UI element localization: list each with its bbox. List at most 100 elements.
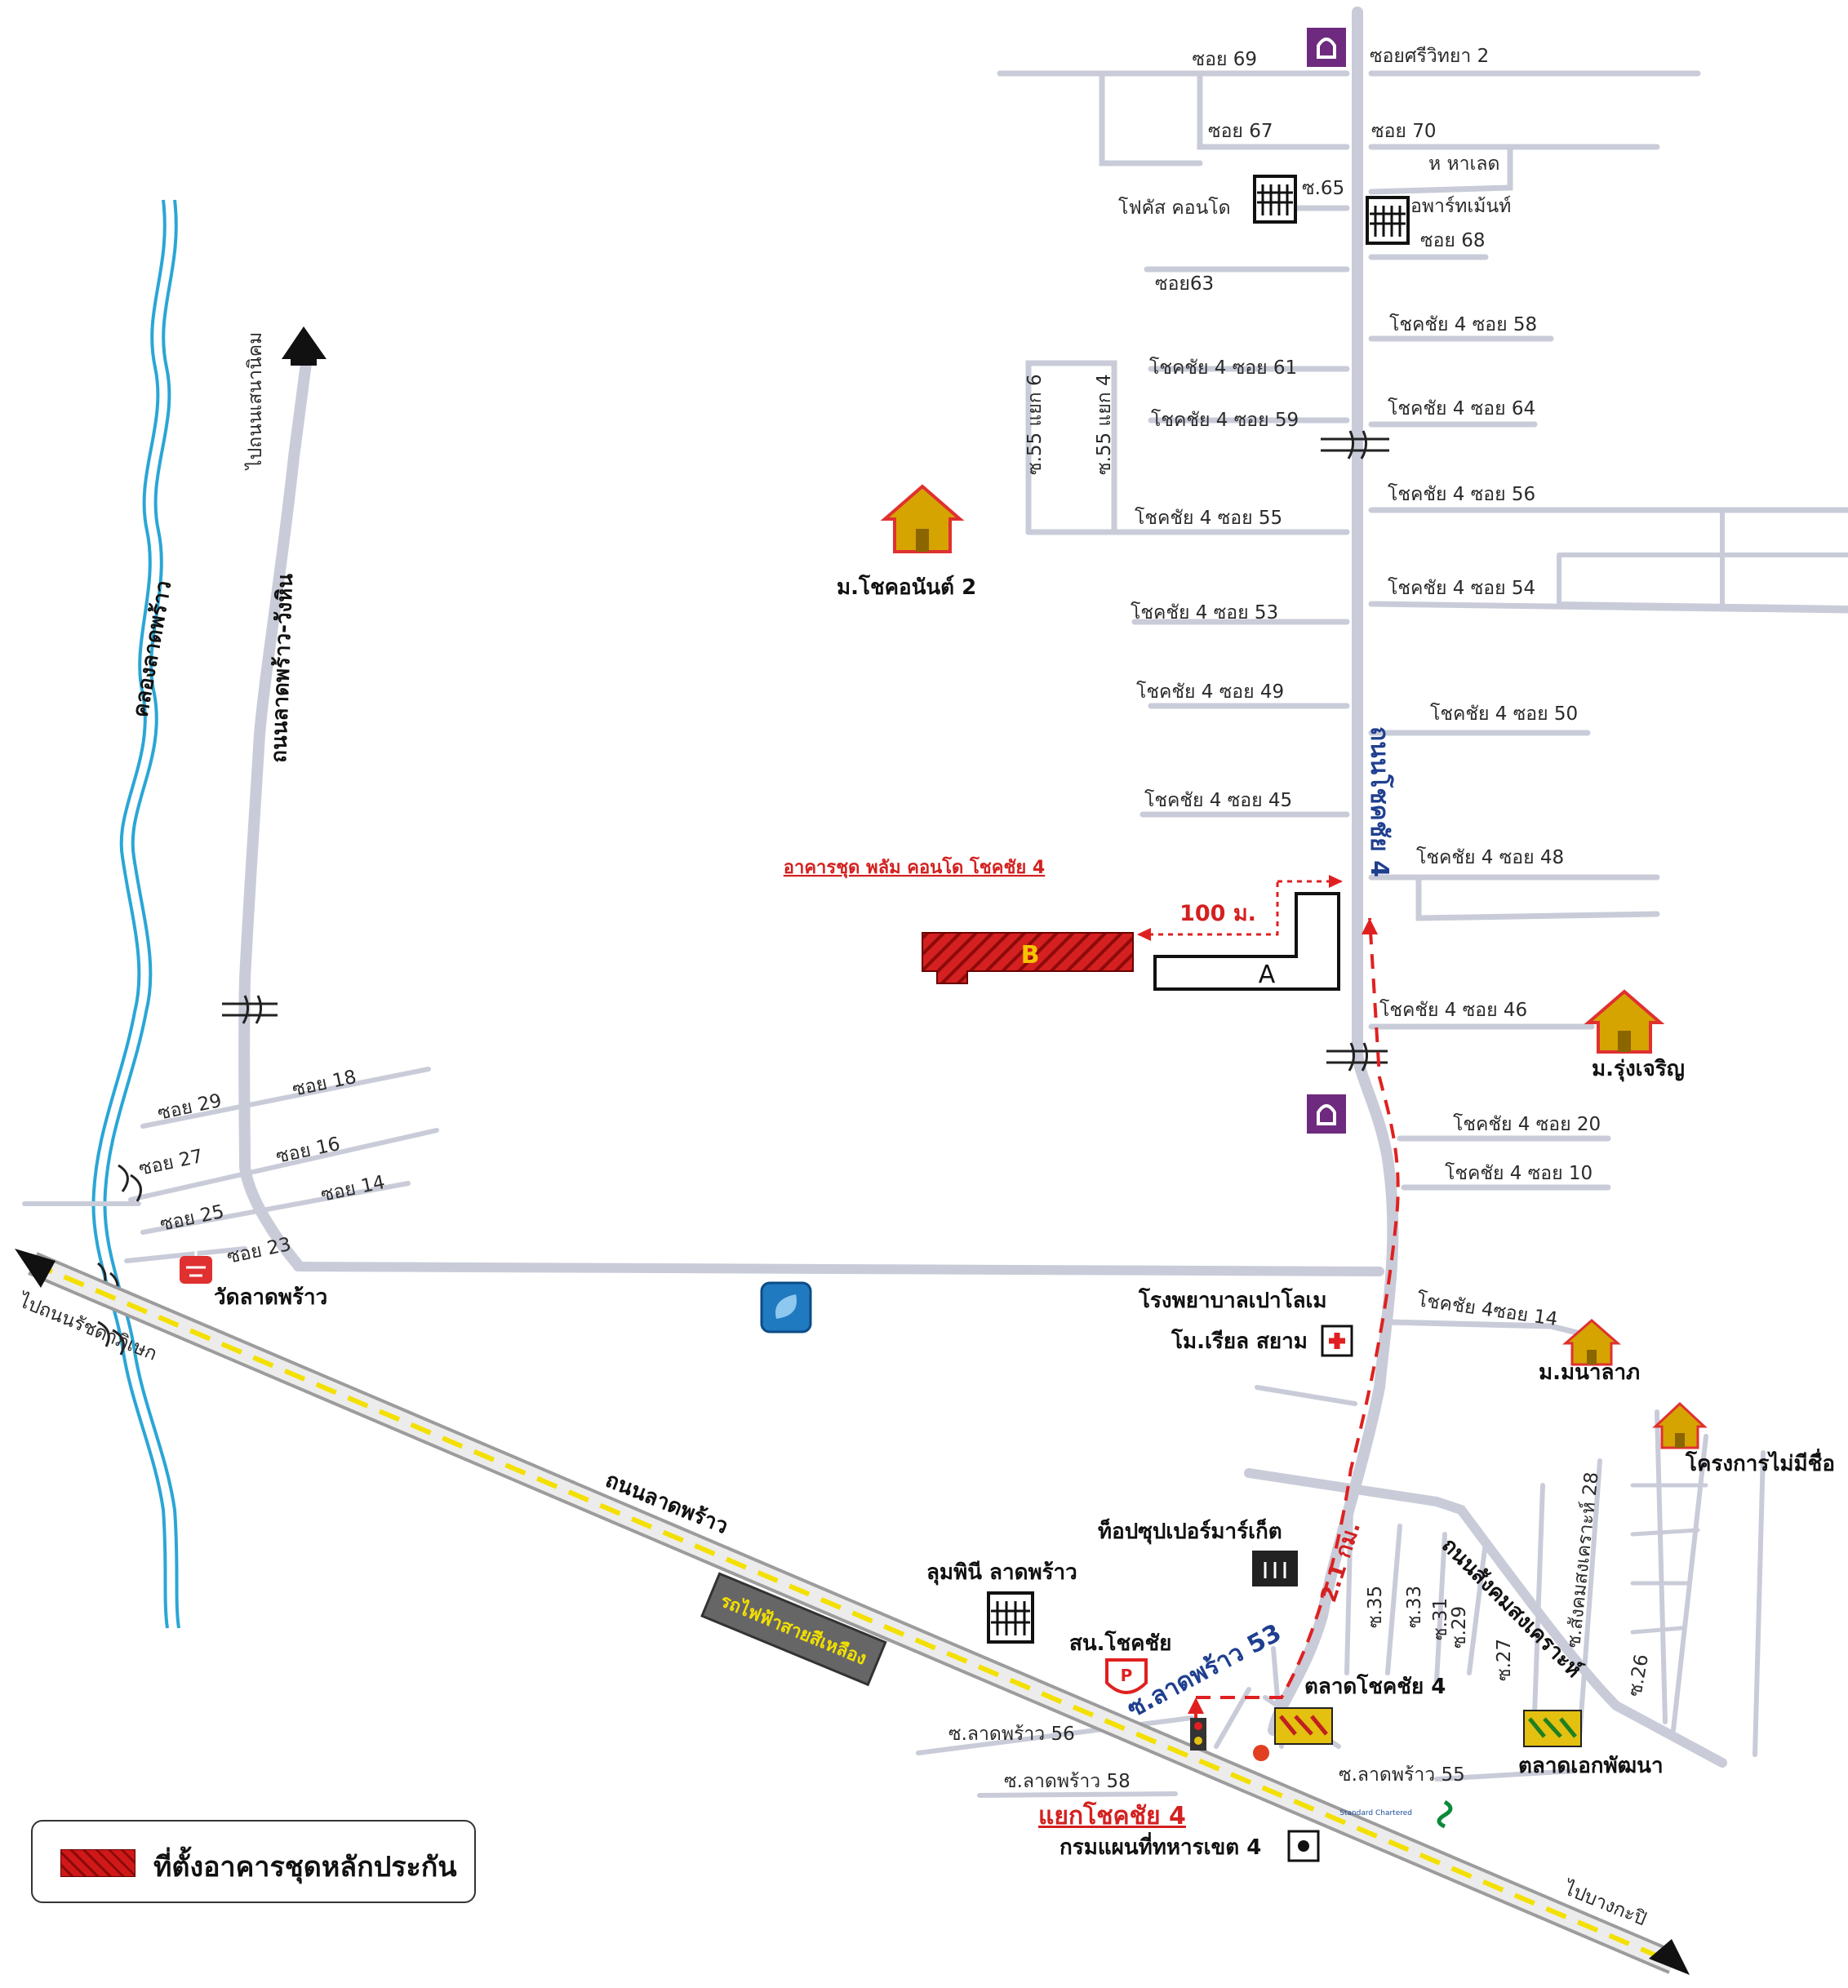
- house-icon: [1584, 989, 1665, 1054]
- building-a: [1153, 892, 1340, 991]
- yaek-4-label: ซ.55 แยก 4: [1094, 374, 1115, 475]
- soi-48-label: โชคชัย 4 ซอย 48: [1416, 846, 1564, 868]
- market4-label: ตลาดโชคชัย 4: [1304, 1673, 1446, 1699]
- canal-label: คลองลาดพร้าว: [128, 579, 176, 719]
- legend: ที่ตั้งอาคารชุดหลักประกัน: [31, 1820, 476, 1903]
- soi-20-label: โชคชัย 4 ซอย 20: [1453, 1113, 1601, 1135]
- start-arrow-icon: [1188, 1697, 1204, 1714]
- building-b: [922, 932, 1134, 984]
- seven-eleven-icon: [1253, 1745, 1269, 1761]
- soi-14-label: ซอย 14: [319, 1172, 387, 1206]
- road-break-symbols: [97, 430, 1389, 1356]
- legend-label: ที่ตั้งอาคารชุดหลักประกัน: [153, 1851, 457, 1884]
- market-icon: [1274, 1707, 1333, 1745]
- soi-67-label: ซอย 67: [1208, 121, 1273, 142]
- soi-35-label: ซ.35: [1365, 1586, 1386, 1628]
- ladprao-58-label: ซ.ลาดพร้าว 58: [1004, 1771, 1131, 1792]
- soi-10-label: โชคชัย 4 ซอย 10: [1445, 1162, 1593, 1184]
- lumpini-label: ลุมพินี ลาดพร้าว: [926, 1560, 1077, 1586]
- soi-68-label: ซอย 68: [1420, 230, 1485, 251]
- road-network: [22, 7, 1848, 1798]
- soi-29-east-label: ซ.29: [1449, 1606, 1470, 1649]
- thahan-label: ห หาเลด: [1428, 153, 1499, 175]
- police-label: สน.โชคชัย: [1069, 1630, 1171, 1656]
- intersection-label: แยกโชคชัย 4: [1038, 1800, 1186, 1830]
- soi-16-label: ซอย 16: [274, 1134, 342, 1168]
- building-b-label: B: [1021, 941, 1040, 970]
- house-icon: [1652, 1401, 1708, 1449]
- soi-55-label: โชคชัย 4 ซอย 55: [1135, 507, 1282, 529]
- soi-31-label: ซ.31: [1430, 1598, 1451, 1640]
- bank-logo-icon: [1437, 1799, 1453, 1829]
- ladprao-56-label: ซ.ลาดพร้าว 56: [948, 1724, 1075, 1745]
- maimichue-label: โครงการไม่มีชื่อ: [1685, 1448, 1835, 1476]
- hospital-icon: [1321, 1325, 1353, 1357]
- soi-54-label: โชคชัย 4 ซอย 54: [1388, 577, 1535, 599]
- svg-text:P: P: [1121, 1666, 1133, 1685]
- arrow-west-icon: [15, 1249, 56, 1288]
- ekpattana-label: ตลาดเอกพัฒนา: [1518, 1754, 1664, 1778]
- kromphaenthi-label: กรมแผนที่ทหารเขต 4: [1059, 1831, 1261, 1860]
- soi-63-label: ซอย63: [1155, 273, 1214, 295]
- distance-label: 100 ม.: [1179, 901, 1256, 926]
- soi-25-label: ซอย 25: [158, 1201, 226, 1236]
- temple-icon: [180, 1248, 212, 1284]
- apartment-label: อพาร์ทเม้นท์: [1410, 195, 1511, 217]
- manalap-label: ม.มนาลาภ: [1539, 1360, 1640, 1385]
- soi-18-label: ซอย 18: [291, 1067, 358, 1101]
- hospital-sub-label: โม.เรียล สยาม: [1171, 1328, 1308, 1354]
- soi-58-label: โชคชัย 4 ซอย 58: [1389, 313, 1537, 335]
- bank-icon: [1307, 28, 1346, 67]
- soi-64-label: โชคชัย 4 ซอย 64: [1388, 397, 1535, 419]
- soi-27-label: ซอย 27: [137, 1146, 205, 1180]
- yaek-6-label: ซ.55 แยก 6: [1024, 374, 1046, 475]
- tops-label: ท็อปซุปเปอร์มาร์เก็ต: [1098, 1518, 1282, 1545]
- bank-icon: [1307, 1094, 1346, 1134]
- soi-69-label: ซอย 69: [1193, 49, 1257, 70]
- ladprao-55-label: ซ.ลาดพร้าว 55: [1339, 1764, 1465, 1786]
- chokanan-label: ม.โชคอนันต์ 2: [837, 574, 976, 600]
- building-a-label: A: [1259, 961, 1276, 989]
- srivithaya-label: ซอยศรีวิทยา 2: [1370, 46, 1489, 67]
- soi-65-label: ซ.65: [1302, 178, 1344, 199]
- condo-icon: [1253, 175, 1297, 224]
- hospital-label: โรงพยาบาลเปาโลเม: [1138, 1287, 1327, 1313]
- wat-label: วัดลาดพร้าว: [214, 1285, 327, 1310]
- house-icon: [1562, 1319, 1621, 1366]
- distance-arrow-right-icon: [1329, 875, 1343, 888]
- arrow-east-icon: [1649, 1939, 1690, 1975]
- soi-59-label: โชคชัย 4 ซอย 59: [1151, 409, 1299, 431]
- to-senanikhom-label: ไปถนนเสนานิคม: [244, 332, 266, 471]
- property-buildings: B A 100 ม. อาคารชุด พลัม คอนโด โชคชัย 4: [784, 856, 1340, 991]
- soi-70-label: ซอย 70: [1371, 121, 1436, 142]
- canal: [91, 199, 180, 1629]
- soi-50-label: โชคชัย 4 ซอย 50: [1430, 703, 1578, 725]
- legend-swatch: [60, 1849, 135, 1877]
- traffic-light-icon: [1190, 1718, 1206, 1751]
- distance-arrow-left-icon: [1137, 928, 1151, 941]
- soi-45-label: โชคชัย 4 ซอย 45: [1144, 789, 1292, 811]
- rungcharoen-label: ม.รุ่งเจริญ: [1592, 1057, 1685, 1082]
- route-distance-label: 2.1 กม.: [1316, 1519, 1366, 1605]
- property-name: อาคารชุด พลัม คอนโด โชคชัย 4: [784, 856, 1045, 879]
- standard-label: Standard Chartered: [1339, 1809, 1412, 1817]
- condo-icon: [987, 1591, 1034, 1644]
- sangkhom-28-label: ซ.สังคมสงเคราะห์ 28: [1562, 1471, 1602, 1649]
- focus-condo-label: โฟคัส คอนโด: [1118, 197, 1231, 219]
- police-icon: P: [1105, 1658, 1148, 1694]
- soi-53-label: โชคชัย 4 ซอย 53: [1131, 601, 1278, 623]
- soi-27-east-label: ซ.27: [1494, 1639, 1515, 1681]
- gas-station-icon: [760, 1281, 812, 1333]
- soi-49-label: โชคชัย 4 ซอย 49: [1136, 681, 1284, 703]
- soi-61-label: โชคชัย 4 ซอย 61: [1149, 357, 1297, 379]
- soi-46-label: โชคชัย 4 ซอย 46: [1379, 999, 1527, 1021]
- condo-icon: [1366, 196, 1410, 245]
- soi-33-label: ซ.33: [1404, 1586, 1425, 1628]
- supermarket-icon: [1252, 1551, 1298, 1586]
- ladprao-highway: [15, 1249, 1690, 1975]
- soi-26-label: ซ.26: [1624, 1653, 1653, 1698]
- route-arrow-icon: [1362, 918, 1378, 934]
- arrow-north-icon: [282, 326, 327, 366]
- soi-56-label: โชคชัย 4 ซอย 56: [1388, 483, 1535, 505]
